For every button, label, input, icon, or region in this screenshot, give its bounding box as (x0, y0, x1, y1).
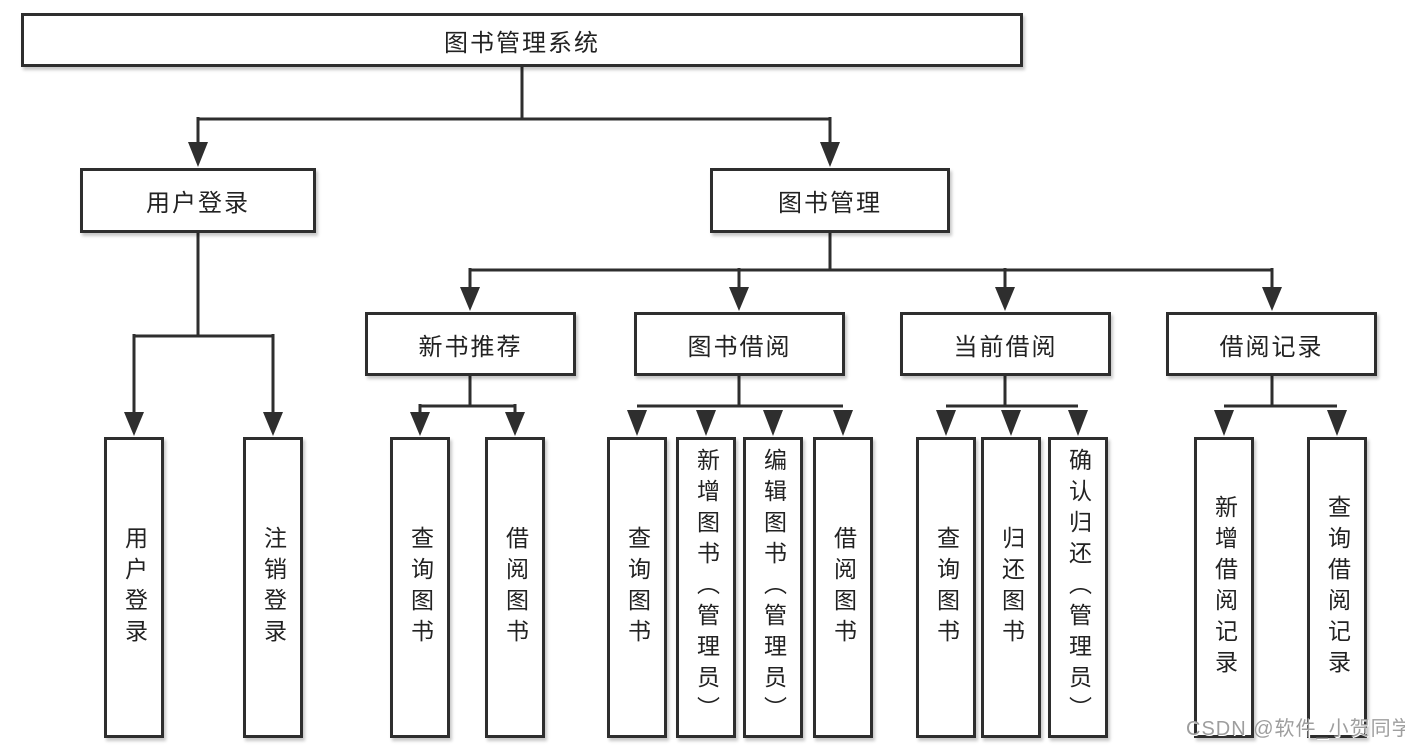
leaf-return-book: 归还图书 (981, 437, 1041, 738)
node-label: 确认归还（管理员） (1065, 448, 1092, 727)
node-label: 当前借阅 (953, 333, 1058, 361)
leaf-user-login: 用户登录 (104, 437, 164, 738)
leaf-add-borrow-record: 新增借阅记录 (1194, 437, 1254, 738)
node-label: 查询图书 (624, 525, 651, 650)
connector-root (188, 67, 840, 167)
node-user-login: 用户登录 (80, 168, 316, 233)
leaf-query-books-current: 查询图书 (916, 437, 976, 738)
node-label: 查询图书 (407, 525, 434, 650)
leaf-borrow-books-recommend: 借阅图书 (485, 437, 545, 738)
connector-book-borrow (627, 376, 853, 436)
node-book-management: 图书管理 (710, 168, 950, 233)
node-current-borrow: 当前借阅 (900, 312, 1111, 376)
node-label: 图书借阅 (687, 333, 792, 361)
node-label: 新增借阅记录 (1211, 494, 1238, 681)
node-label: 编辑图书（管理员） (760, 448, 787, 727)
leaf-confirm-return-admin: 确认归还（管理员） (1048, 437, 1108, 738)
node-label: 用户登录 (146, 190, 250, 217)
node-label: 查询借阅记录 (1324, 494, 1351, 681)
connector-user-login (124, 233, 283, 436)
watermark: CSDN @软件_小贺同学 (1186, 718, 1405, 740)
leaf-edit-book-admin: 编辑图书（管理员） (743, 437, 803, 738)
leaf-add-book-admin: 新增图书（管理员） (676, 437, 736, 738)
node-label: 借阅记录 (1219, 333, 1324, 361)
node-label: 图书管理系统 (444, 29, 600, 57)
node-label: 新书推荐 (418, 333, 523, 361)
connector-current-borrow (936, 376, 1088, 436)
node-label: 借阅图书 (830, 525, 857, 650)
node-label: 用户登录 (121, 525, 148, 650)
node-book-borrow: 图书借阅 (634, 312, 845, 376)
node-new-book-recommend: 新书推荐 (365, 312, 576, 376)
node-label: 注销登录 (260, 525, 287, 650)
node-borrow-records: 借阅记录 (1166, 312, 1377, 376)
leaf-query-books-recommend: 查询图书 (390, 437, 450, 738)
connector-new-book-recommend (410, 376, 525, 436)
leaf-query-borrow-record: 查询借阅记录 (1307, 437, 1367, 738)
node-label: 借阅图书 (502, 525, 529, 650)
leaf-query-books-borrow: 查询图书 (607, 437, 667, 738)
node-label: 归还图书 (998, 525, 1025, 650)
node-root: 图书管理系统 (21, 13, 1023, 67)
node-label: 图书管理 (778, 190, 882, 217)
node-label: 查询图书 (933, 525, 960, 650)
leaf-logout: 注销登录 (243, 437, 303, 738)
connector-book-management (460, 233, 1282, 311)
leaf-borrow-books: 借阅图书 (813, 437, 873, 738)
node-label: 新增图书（管理员） (693, 448, 720, 727)
connector-borrow-records (1214, 376, 1347, 436)
